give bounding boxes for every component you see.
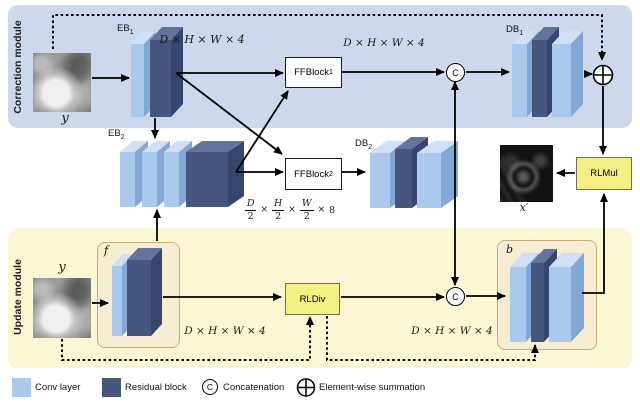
b-label: b: [506, 243, 514, 256]
arrow-y-to-rldiv-skip: [61, 316, 314, 361]
db1-blocks: [512, 27, 583, 117]
concat-icon-bottom: C: [446, 287, 465, 306]
f-blocks: [112, 248, 162, 336]
legend-concat-label: Concatenation: [223, 382, 285, 393]
f-label: f: [104, 244, 109, 257]
arrow-rldiv-to-b-skip: [326, 316, 539, 361]
rldiv-box: RLDiv: [285, 283, 340, 315]
output-image-x-prime: [500, 145, 553, 202]
b-blocks: [510, 249, 584, 342]
dim-label-b: D × H × W × 4: [411, 325, 493, 337]
y-bottom-label: y: [58, 260, 66, 275]
eb1-label: EB1: [117, 23, 134, 36]
legend-residual-swatch: [102, 378, 121, 397]
x-prime-label: x′: [519, 201, 529, 214]
db2-blocks: [370, 137, 458, 208]
eb2-label: EB2: [108, 128, 125, 141]
input-image-y-top: [33, 53, 91, 112]
arrow-y-to-sum-skip: [52, 14, 606, 61]
legend-sum-label: Element-wise summation: [319, 382, 426, 393]
arrow-eb2-to-ffblock1: [235, 90, 289, 173]
legend-conv-swatch: [12, 378, 31, 397]
db1-label: DB1: [506, 24, 524, 37]
y-top-label: y: [61, 111, 69, 126]
sum-icon: [592, 64, 614, 86]
rlmul-box: RLMul: [576, 157, 632, 190]
eb2-blocks: [120, 141, 244, 207]
dim-label-db1: D × H × W × 4: [343, 37, 425, 49]
legend-concat-icon: C: [202, 379, 218, 395]
legend-sum-icon: [296, 378, 316, 397]
dim-label-eb1: D × H × W × 4: [159, 33, 245, 46]
eb1-blocks: [131, 27, 183, 117]
concat-icon-top: C: [446, 63, 465, 82]
dim-label-f: D × H × W × 4: [184, 325, 266, 337]
legend-residual-label: Residual block: [125, 382, 187, 393]
legend-conv-label: Conv layer: [35, 382, 81, 393]
arrow-b-to-rlmul: [582, 193, 608, 294]
db2-label: DB2: [355, 138, 373, 151]
arrow-eb1-to-ffblock2: [175, 72, 283, 155]
input-image-y-bottom: [33, 278, 91, 338]
